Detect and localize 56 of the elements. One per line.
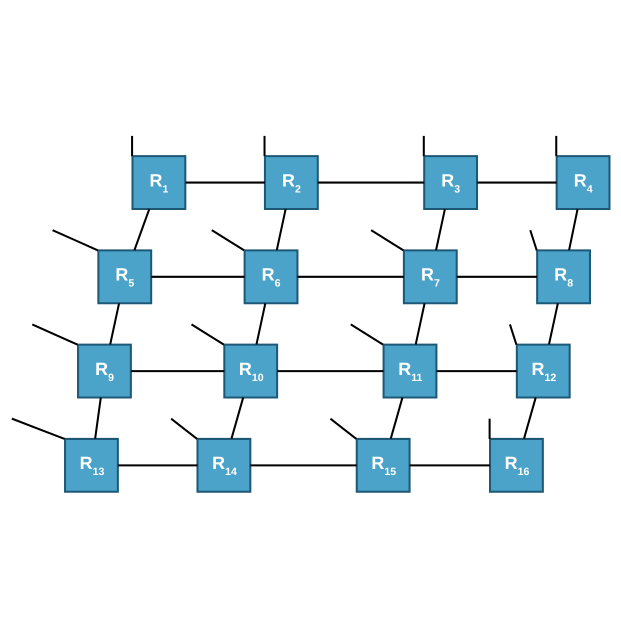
node-box: R$_{4}$ [556, 154, 610, 210]
node-box: R$_{15}$ [356, 437, 411, 492]
connector [456, 275, 538, 278]
node-box: R$_{1}$ [131, 154, 186, 210]
connector [151, 275, 245, 278]
node-box: R$_{6}$ [244, 248, 298, 304]
connector [170, 417, 198, 440]
node-box: R$_{11}$ [382, 343, 438, 398]
connector [488, 418, 491, 438]
connector [318, 181, 424, 184]
connector [131, 370, 224, 372]
connector [276, 208, 287, 250]
node-box: R$_{2}$ [264, 154, 319, 210]
connector [422, 135, 425, 156]
node-box: R$_{12}$ [516, 343, 571, 398]
connector [211, 228, 245, 251]
connector [32, 322, 78, 346]
connector [186, 181, 265, 184]
node-box: R$_{8}$ [536, 248, 591, 304]
connector [370, 228, 404, 251]
node-box: R$_{9}$ [77, 343, 132, 398]
node-box: R$_{13}$ [64, 437, 119, 492]
connector [94, 396, 102, 438]
connector [435, 208, 446, 250]
connector [523, 396, 537, 438]
node-box: R$_{7}$ [402, 248, 458, 304]
connector [410, 464, 490, 466]
connector [109, 302, 120, 344]
connector [350, 323, 384, 346]
connector [131, 135, 134, 156]
connector [568, 208, 579, 250]
node-box: R$_{5}$ [97, 248, 152, 304]
node-box: R$_{14}$ [196, 437, 252, 492]
node-box: R$_{10}$ [223, 343, 278, 398]
connector [555, 135, 558, 156]
connector [133, 208, 150, 250]
connector [277, 370, 384, 372]
connector [250, 464, 357, 466]
connector [390, 396, 404, 438]
connector [52, 228, 98, 251]
connector [190, 323, 224, 346]
connector [255, 302, 266, 344]
connector [12, 417, 65, 440]
connector [529, 229, 538, 250]
connector [414, 302, 426, 344]
connector [548, 302, 559, 344]
connector [330, 417, 357, 440]
node-box: R$_{16}$ [489, 437, 544, 492]
connector [230, 396, 244, 438]
connector [297, 275, 404, 278]
node-box: R$_{3}$ [423, 154, 478, 210]
connector [118, 464, 198, 466]
connector [508, 324, 518, 344]
connector [477, 181, 557, 184]
connector [264, 135, 266, 156]
connector [436, 370, 517, 372]
